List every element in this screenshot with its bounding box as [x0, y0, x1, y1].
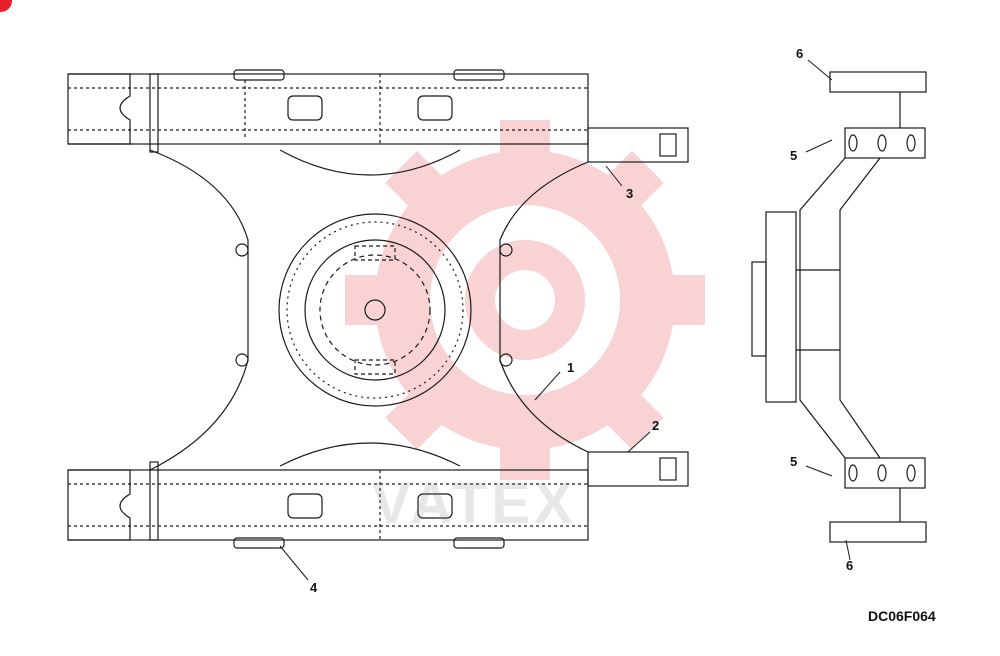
watermark-text: VATEX: [372, 471, 577, 536]
bottom-right-tongue: [587, 451, 689, 487]
callout-3: 3: [626, 186, 634, 201]
top-right-tongue: [587, 127, 689, 163]
leader-lines: [279, 59, 851, 581]
bottom-side-frame: [67, 469, 589, 541]
figure-code: DC06F064: [868, 608, 936, 624]
callout-2: 2: [652, 418, 660, 433]
callout-4: 4: [310, 580, 318, 595]
watermark-gear: [345, 120, 705, 480]
main-frame-drawing: [67, 59, 927, 581]
center-hub: [364, 299, 386, 321]
side-view: [751, 71, 927, 543]
swing-bearing-outer: [278, 213, 472, 407]
callout-5-top: 5: [790, 148, 798, 163]
callout-5-bottom: 5: [790, 454, 798, 469]
callout-6-top: 6: [796, 46, 804, 61]
top-side-frame: [67, 73, 589, 145]
callout-1: 1: [567, 360, 575, 375]
callout-6-bottom: 6: [846, 558, 854, 573]
